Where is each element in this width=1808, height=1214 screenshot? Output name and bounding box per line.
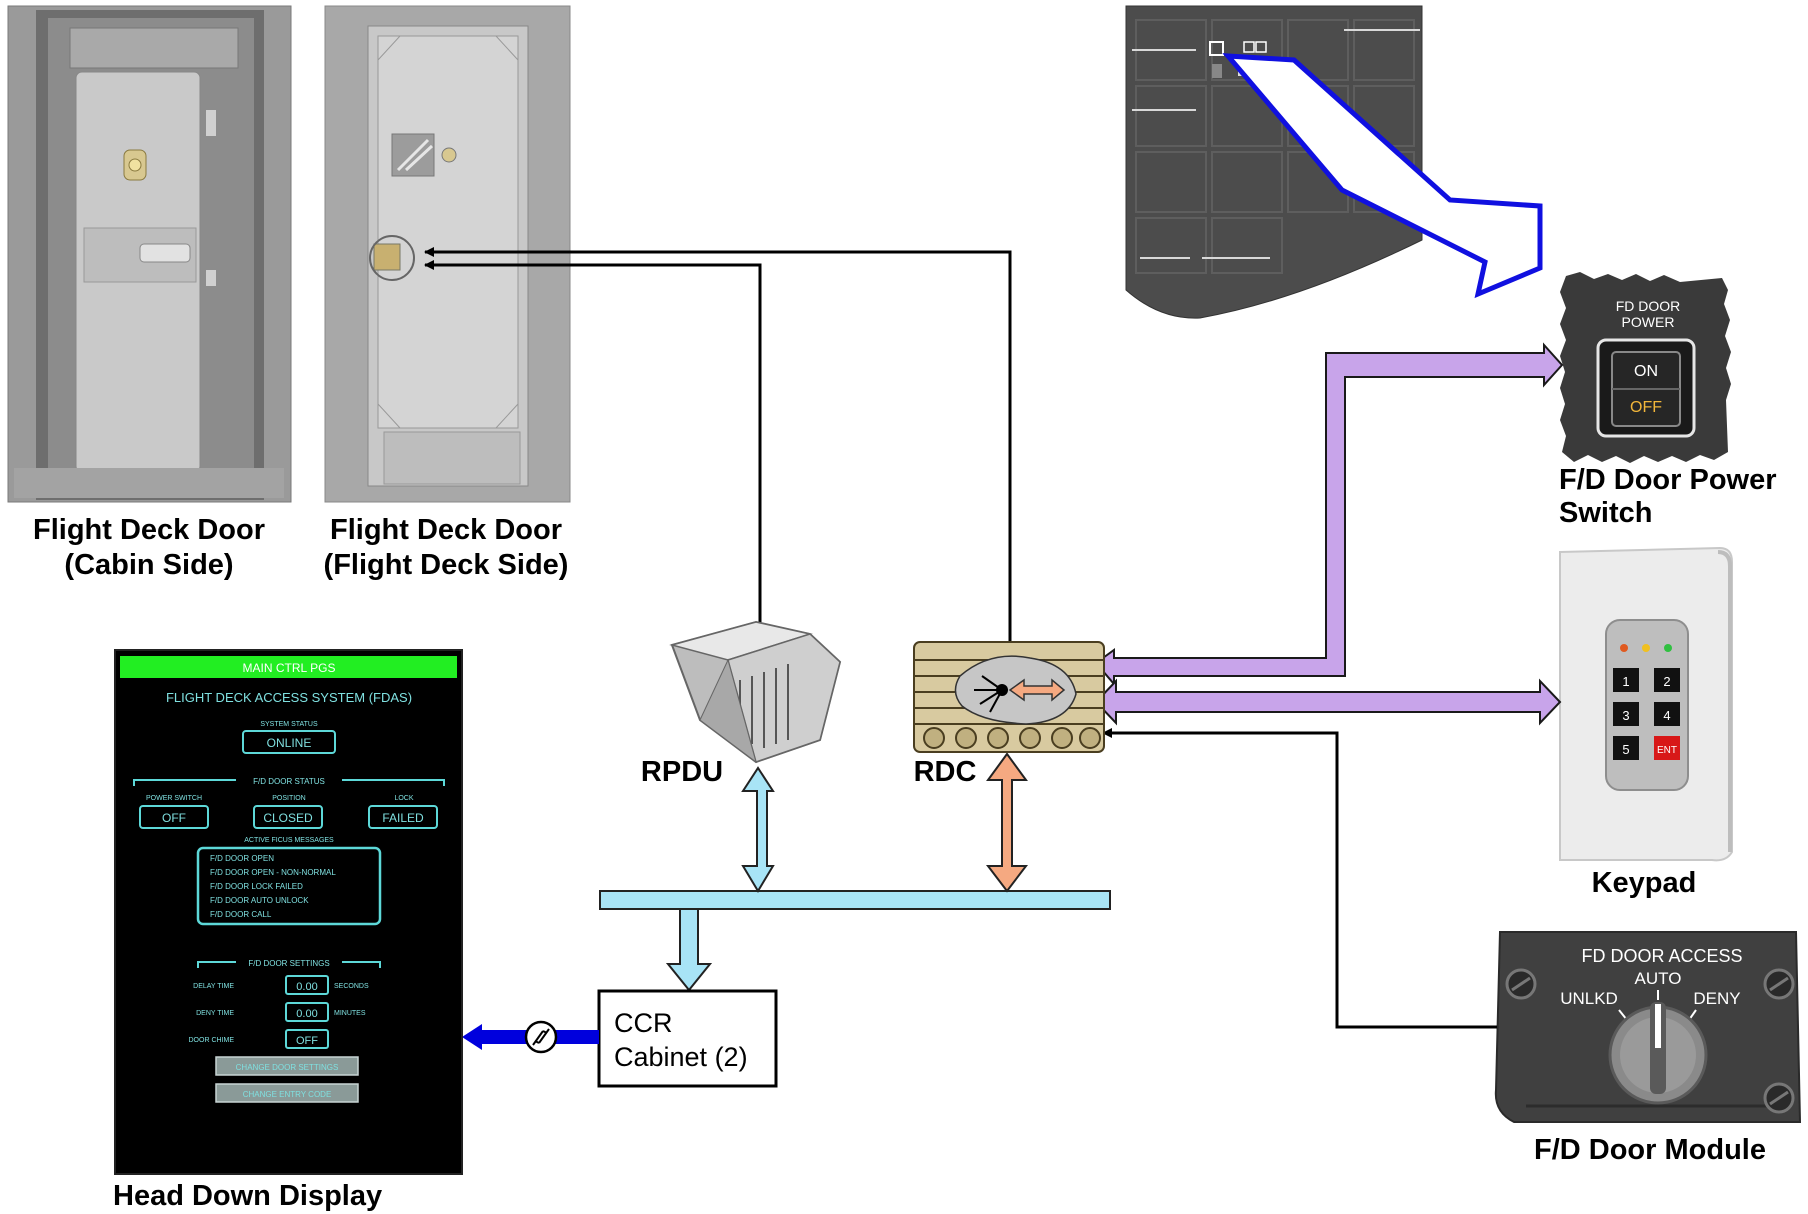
power-switch-off-label: OFF bbox=[1630, 399, 1662, 416]
hdd-lock-label: LOCK bbox=[394, 795, 413, 802]
hdd-settings-label: F/D DOOR SETTINGS bbox=[248, 959, 329, 968]
power-switch-on-label: ON bbox=[1634, 363, 1658, 380]
keypad-key-5: 5 bbox=[1622, 742, 1629, 757]
hdd-caption: Head Down Display bbox=[113, 1180, 382, 1212]
hdd-system-status-value: ONLINE bbox=[267, 736, 312, 750]
hdd-delay-time-unit: SECONDS bbox=[334, 983, 369, 990]
ccr-label-1: CCR bbox=[614, 1008, 673, 1038]
hdd-message-5: F/D DOOR CALL bbox=[210, 910, 272, 919]
module-deny: DENY bbox=[1693, 989, 1740, 1008]
rpdu-caption: RPDU bbox=[641, 756, 723, 788]
cabin-door-caption-2: (Cabin Side) bbox=[64, 549, 233, 581]
ccr-hdd-link bbox=[462, 1022, 599, 1052]
door-module-image: FD DOOR ACCESS UNLKD AUTO DENY bbox=[1496, 932, 1800, 1122]
hdd-deny-time-value: 0.00 bbox=[296, 1008, 317, 1020]
module-auto: AUTO bbox=[1635, 969, 1682, 988]
power-switch-title-2: POWER bbox=[1622, 314, 1675, 330]
rpdu-image bbox=[672, 622, 840, 762]
power-switch-caption-2: Switch bbox=[1559, 497, 1652, 529]
keypad-image: 1 2 3 4 5 ENT bbox=[1560, 548, 1732, 860]
hdd-system-status-label: SYSTEM STATUS bbox=[260, 721, 318, 728]
hdd-delay-time-value: 0.00 bbox=[296, 981, 317, 993]
keypad-key-3: 3 bbox=[1622, 708, 1629, 723]
flight-door-caption-2: (Flight Deck Side) bbox=[324, 549, 569, 581]
rdc-caption: RDC bbox=[914, 756, 977, 788]
hdd-messages-label: ACTIVE FICUS MESSAGES bbox=[244, 837, 334, 844]
hdd-door-chime-label: DOOR CHIME bbox=[189, 1037, 235, 1044]
hdd-message-1: F/D DOOR OPEN bbox=[210, 854, 274, 863]
module-caption: F/D Door Module bbox=[1534, 1134, 1766, 1166]
hdd-message-2: F/D DOOR OPEN - NON-NORMAL bbox=[210, 868, 336, 877]
hdd-position-label: POSITION bbox=[272, 795, 305, 802]
purple-connections bbox=[1096, 345, 1562, 723]
rdc-image bbox=[914, 642, 1104, 752]
keypad-caption: Keypad bbox=[1592, 867, 1697, 899]
hdd-door-status-label: F/D DOOR STATUS bbox=[253, 777, 325, 786]
hdd-title: FLIGHT DECK ACCESS SYSTEM (FDAS) bbox=[166, 690, 412, 705]
keypad-key-1: 1 bbox=[1622, 674, 1629, 689]
flight-door-caption-1: Flight Deck Door bbox=[330, 514, 562, 546]
hdd-message-3: F/D DOOR LOCK FAILED bbox=[210, 882, 303, 891]
module-title: FD DOOR ACCESS bbox=[1581, 946, 1742, 966]
hdd-deny-time-label: DENY TIME bbox=[196, 1010, 234, 1017]
cabin-door-caption-1: Flight Deck Door bbox=[33, 514, 265, 546]
flight-deck-side-door-image bbox=[325, 6, 570, 502]
keypad-key-2: 2 bbox=[1663, 674, 1670, 689]
keypad-key-4: 4 bbox=[1663, 708, 1670, 723]
power-switch-caption-1: F/D Door Power bbox=[1559, 464, 1777, 496]
hdd-lock-value: FAILED bbox=[382, 811, 424, 825]
hdd-change-code-label: CHANGE ENTRY CODE bbox=[243, 1090, 332, 1099]
head-down-display: MAIN CTRL PGS FLIGHT DECK ACCESS SYSTEM … bbox=[115, 650, 462, 1174]
hdd-message-4: F/D DOOR AUTO UNLOCK bbox=[210, 896, 309, 905]
hdd-delay-time-label: DELAY TIME bbox=[193, 983, 234, 990]
ccr-label-2: Cabinet (2) bbox=[614, 1042, 748, 1072]
hdd-power-switch-value: OFF bbox=[162, 811, 186, 825]
hdd-position-value: CLOSED bbox=[263, 811, 313, 825]
power-switch-panel: FD DOOR POWER ON OFF bbox=[1560, 272, 1731, 463]
hdd-deny-time-unit: MINUTES bbox=[334, 1010, 366, 1017]
keypad-key-ent: ENT bbox=[1657, 745, 1677, 756]
hdd-change-settings-label: CHANGE DOOR SETTINGS bbox=[236, 1063, 339, 1072]
cabin-side-door-image bbox=[8, 6, 291, 502]
hdd-door-chime-value: OFF bbox=[296, 1035, 318, 1047]
module-unlkd: UNLKD bbox=[1560, 989, 1618, 1008]
power-switch-title-1: FD DOOR bbox=[1616, 298, 1681, 314]
avionics-bus bbox=[600, 754, 1110, 990]
hdd-header: MAIN CTRL PGS bbox=[243, 661, 336, 675]
hdd-power-switch-label: POWER SWITCH bbox=[146, 795, 202, 802]
